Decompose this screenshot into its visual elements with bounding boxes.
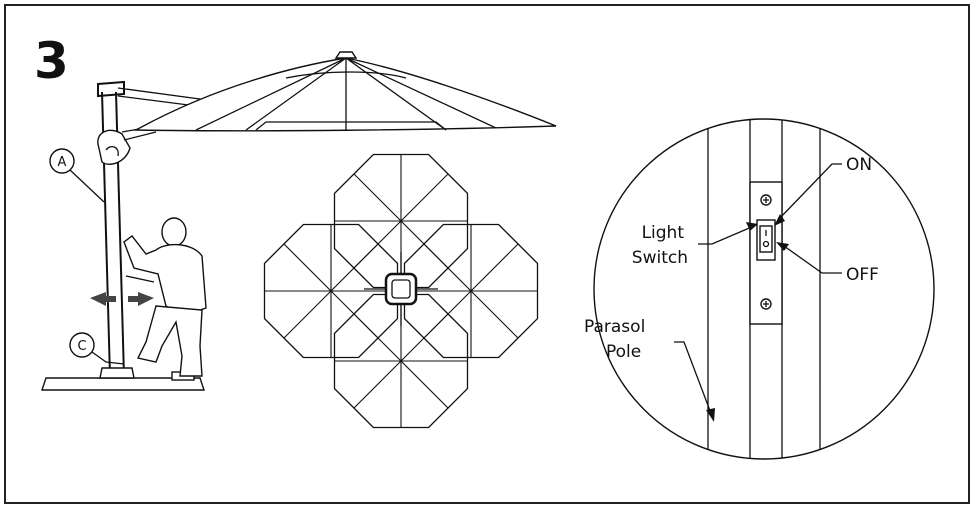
light-switch-label-group: Light Switch bbox=[632, 222, 758, 268]
switch-detail bbox=[593, 118, 935, 460]
parasol-pole-label-line1: Parasol bbox=[584, 317, 645, 337]
off-label-group: OFF bbox=[776, 242, 879, 285]
on-label-group: ON bbox=[774, 155, 872, 226]
svg-text:C: C bbox=[77, 339, 86, 354]
diagram-frame: 3 A bbox=[4, 4, 970, 504]
parasol-pole-label-line2: Pole bbox=[606, 342, 641, 362]
callout-a: A bbox=[49, 148, 105, 203]
off-label: OFF bbox=[846, 265, 879, 285]
person-head bbox=[161, 217, 187, 247]
diagram-canvas: 3 A bbox=[34, 32, 935, 460]
on-label: ON bbox=[846, 155, 872, 175]
canopy-finial bbox=[334, 51, 358, 59]
center-hub bbox=[364, 252, 438, 326]
person-legs bbox=[136, 305, 203, 377]
light-switch-label-line2: Switch bbox=[632, 248, 688, 268]
callout-c: C bbox=[69, 332, 125, 365]
person-torso bbox=[123, 235, 207, 317]
person-figure bbox=[123, 217, 207, 377]
step-number: 3 bbox=[34, 32, 69, 90]
screw-icon bbox=[760, 194, 772, 206]
parasol-pole-label-group: Parasol Pole bbox=[584, 317, 715, 422]
pole-top-cap bbox=[97, 80, 125, 98]
canopy-octagon bbox=[333, 293, 469, 429]
umbrella-base bbox=[41, 377, 205, 391]
light-switch-label-line1: Light bbox=[642, 223, 685, 243]
svg-text:A: A bbox=[58, 155, 67, 170]
rotate-arrows-icon bbox=[90, 292, 154, 306]
screw-icon bbox=[760, 298, 772, 310]
